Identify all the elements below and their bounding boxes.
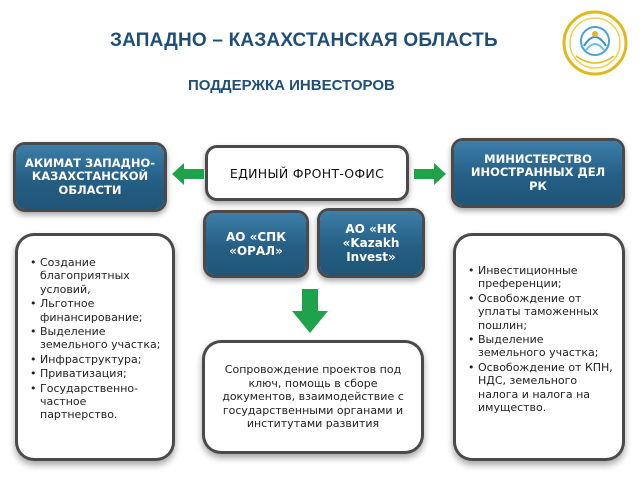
arrow-right-icon bbox=[414, 163, 446, 185]
list-item: Льготное финансирование; bbox=[30, 297, 162, 324]
front-office-label: ЕДИНЫЙ ФРОНТ-ОФИС bbox=[229, 165, 385, 181]
list-item: Освобождение от уплаты таможенных пошлин… bbox=[468, 292, 614, 332]
list-item: Создание благоприятных условий, bbox=[30, 256, 162, 296]
akimat-label: АКИМАТ ЗАПАДНО-КАЗАХСТАНСКОЙ ОБЛАСТИ bbox=[24, 155, 156, 197]
front-office-box: ЕДИНЫЙ ФРОНТ-ОФИС bbox=[208, 148, 406, 198]
list-item: Приватизация; bbox=[30, 367, 162, 381]
left-benefits-panel: Создание благоприятных условий, Льготное… bbox=[18, 236, 172, 458]
regional-emblem-icon bbox=[562, 10, 628, 76]
kazakh-invest-box: АО «НК «Kazakh Invest» bbox=[320, 211, 422, 275]
support-services-panel: Сопровождение проектов под ключ, помощь … bbox=[205, 343, 421, 451]
list-item: Выделение земельного участка; bbox=[30, 325, 162, 352]
list-item: Выделение земельного участка; bbox=[468, 333, 614, 360]
list-item: Государственно-частное партнерство. bbox=[30, 382, 162, 422]
arrow-left-icon bbox=[172, 163, 204, 185]
list-item: Освобождение от КПН, НДС, земельного нал… bbox=[468, 361, 614, 415]
page-title: ЗАПАДНО – КАЗАХСТАНСКАЯ ОБЛАСТЬ bbox=[110, 30, 498, 51]
ministry-label: МИНИСТЕРСТВО ИНОСТРАННЫХ ДЕЛ РК bbox=[470, 151, 606, 193]
ministry-box: МИНИСТЕРСТВО ИНОСТРАННЫХ ДЕЛ РК bbox=[454, 141, 622, 205]
spk-oral-label: АО «СПК «ОРАЛ» bbox=[225, 229, 287, 258]
support-services-text: Сопровождение проектов под ключ, помощь … bbox=[222, 363, 404, 431]
list-item: Инфраструктура; bbox=[30, 353, 162, 367]
list-item: Инвестиционные преференции; bbox=[468, 264, 614, 291]
arrow-down-icon bbox=[292, 289, 328, 333]
left-benefits-list: Создание благоприятных условий, Льготное… bbox=[30, 256, 162, 422]
kazakh-invest-label: АО «НК «Kazakh Invest» bbox=[342, 221, 400, 265]
page-subtitle: ПОДДЕРЖКА ИНВЕСТОРОВ bbox=[188, 77, 395, 94]
spk-oral-box: АО «СПК «ОРАЛ» bbox=[206, 213, 306, 275]
right-benefits-list: Инвестиционные преференции; Освобождение… bbox=[468, 264, 614, 414]
right-benefits-panel: Инвестиционные преференции; Освобождение… bbox=[456, 236, 622, 458]
akimat-box: АКИМАТ ЗАПАДНО-КАЗАХСТАНСКОЙ ОБЛАСТИ bbox=[16, 145, 164, 209]
